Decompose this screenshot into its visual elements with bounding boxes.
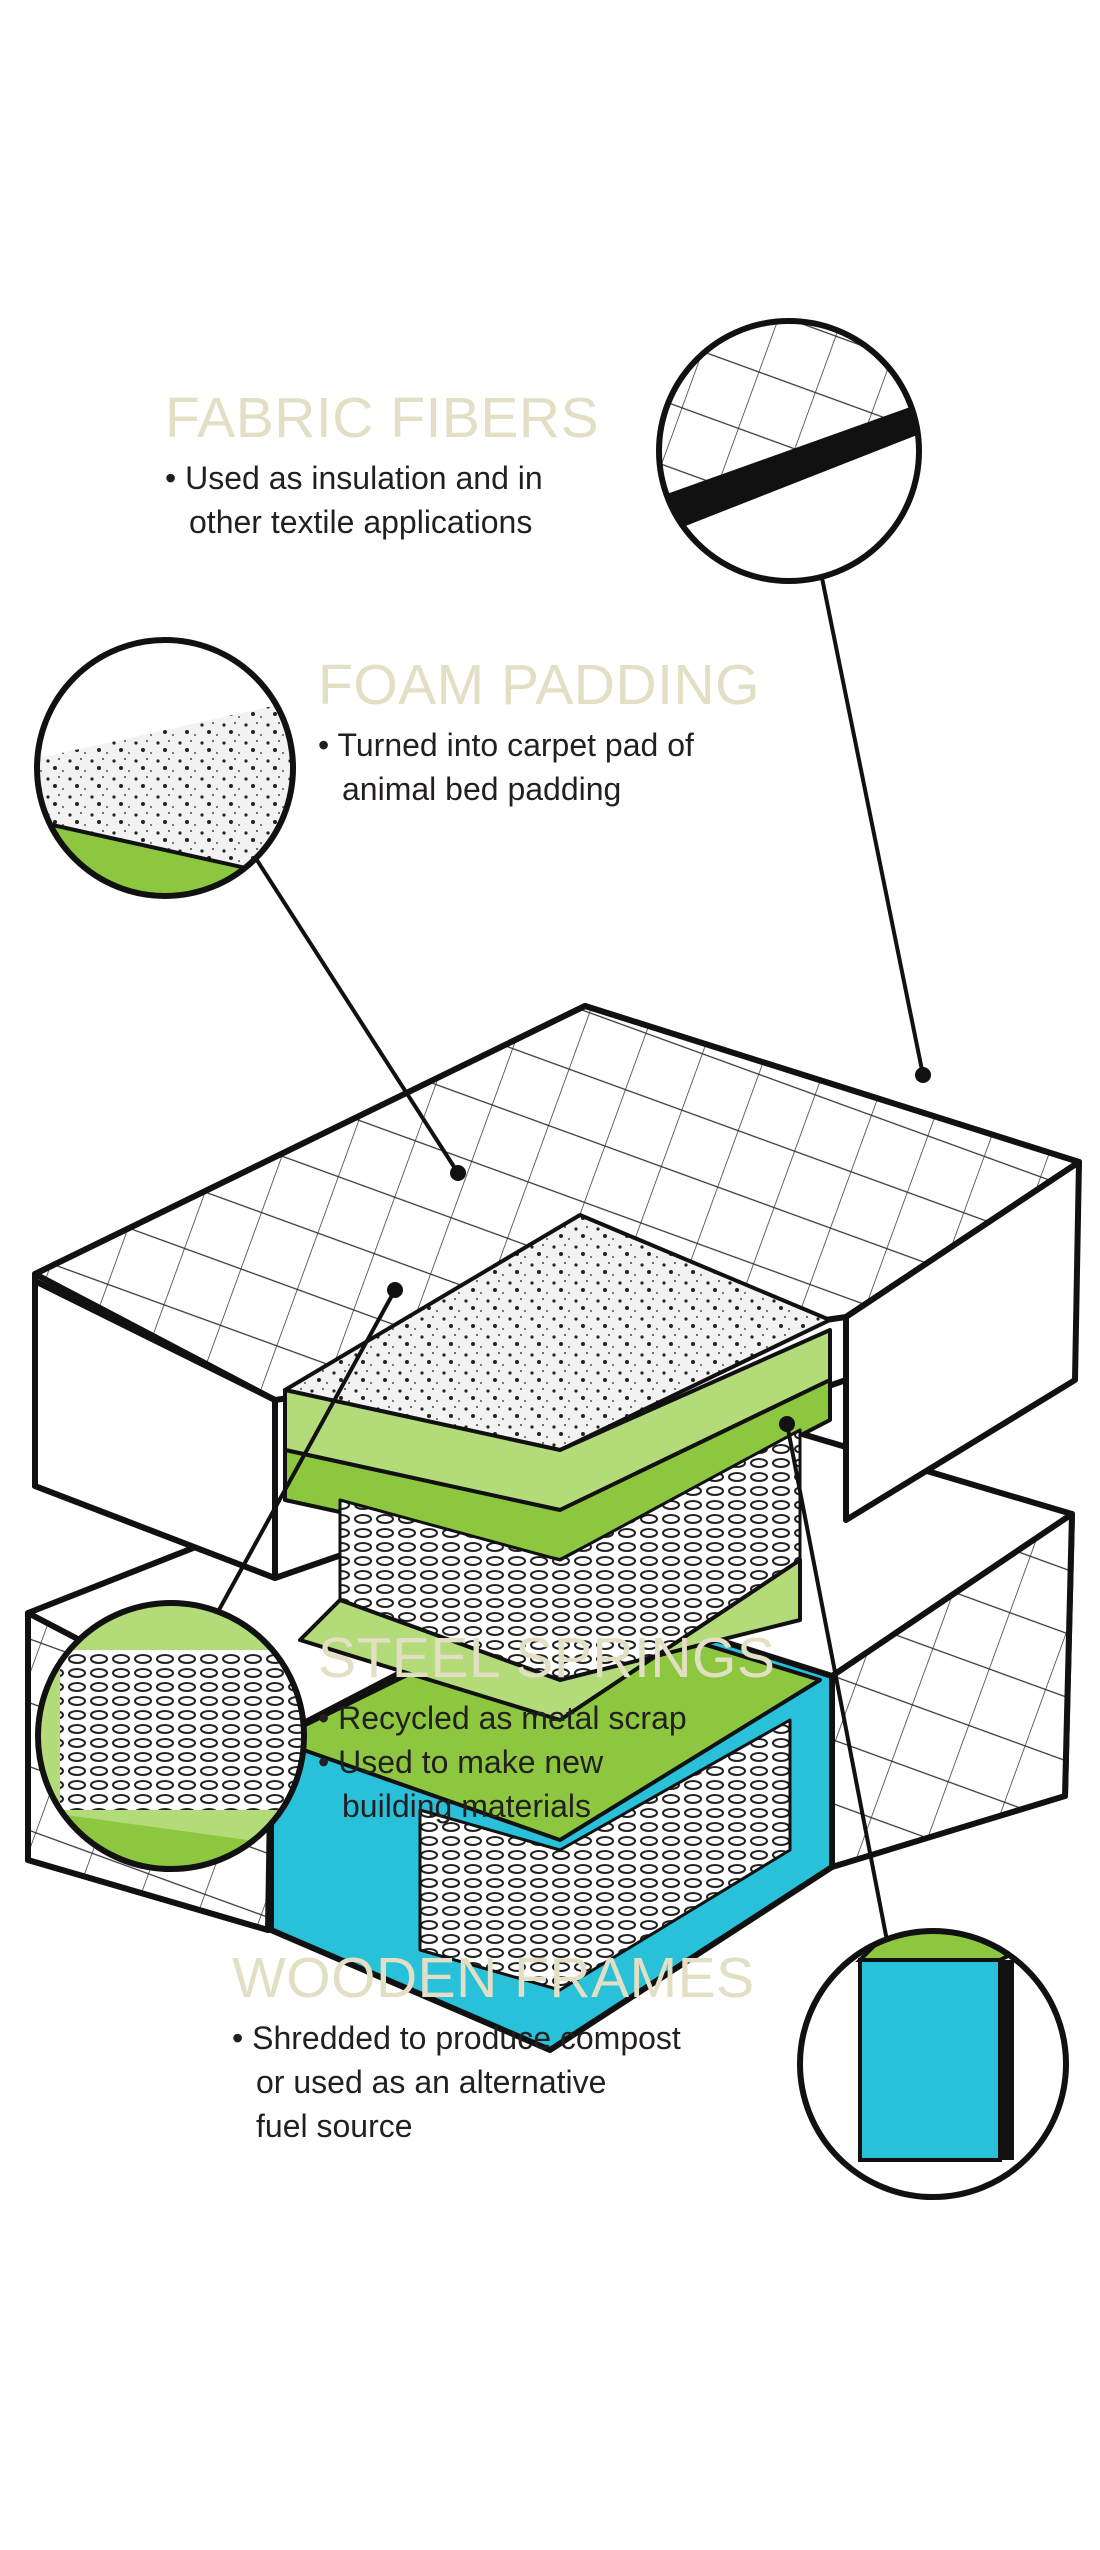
bullet-line: • Recycled as metal scrap — [318, 1700, 687, 1736]
section-title: STEEL SPRINGS — [318, 1626, 776, 1690]
bullet-line: or used as an alternative — [256, 2064, 607, 2100]
bullet-line: animal bed padding — [342, 771, 622, 807]
wood-detail-circle — [797, 1928, 1069, 2200]
bullet-line: fuel source — [256, 2108, 413, 2144]
section-title: FABRIC FIBERS — [165, 386, 600, 450]
section-title: WOODEN FRAMES — [232, 1946, 755, 2010]
bullet-line: • Turned into carpet pad of — [318, 727, 694, 763]
foam-detail-circle — [34, 637, 296, 899]
bullet-line: • Used to make new — [318, 1744, 604, 1780]
section-fabric-fibers: FABRIC FIBERS • Used as insulation and i… — [165, 388, 599, 544]
bullet-line: • Used as insulation and in — [165, 460, 543, 496]
top-mattress — [32, 1003, 1082, 1722]
section-foam-padding: FOAM PADDING • Turned into carpet pad of… — [318, 655, 760, 811]
fabric-detail-circle — [656, 318, 922, 584]
bullet-line: building materials — [342, 1788, 592, 1824]
bullet-line: • Shredded to produce compost — [232, 2020, 681, 2056]
section-title: FOAM PADDING — [318, 653, 760, 717]
section-steel-springs: STEEL SPRINGS • Recycled as metal scrap … — [318, 1628, 775, 1828]
bullet-line: other textile applications — [189, 504, 533, 540]
section-wooden-frames: WOODEN FRAMES • Shredded to produce comp… — [232, 1948, 755, 2148]
